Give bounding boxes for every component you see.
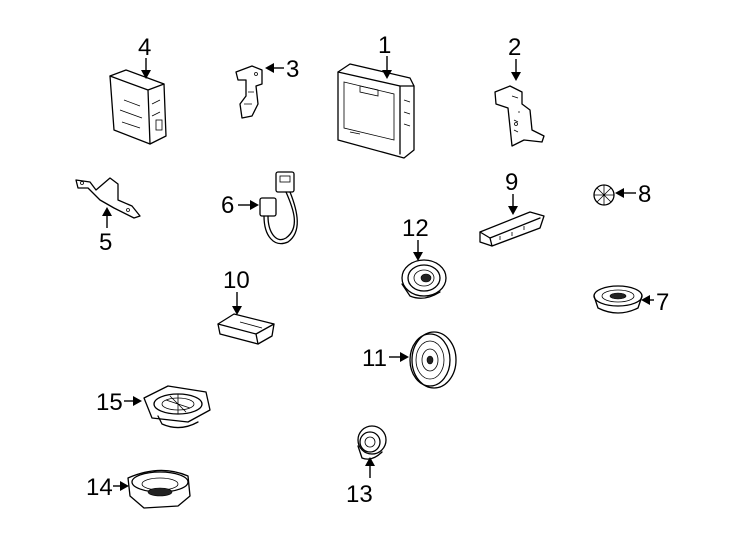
part-8-tweeter [593, 184, 615, 206]
part-14-speaker [127, 469, 191, 509]
svg-text:10: 10 [223, 267, 250, 294]
callout-4: 4 [138, 34, 151, 79]
part-11-speaker [409, 331, 457, 389]
svg-text:8: 8 [638, 181, 651, 208]
callout-15: 15 [96, 389, 142, 416]
part-1-head-unit [337, 63, 415, 159]
callout-9: 9 [505, 169, 518, 215]
callout-12: 12 [402, 215, 429, 261]
callout-6: 6 [221, 192, 259, 219]
svg-text:5: 5 [99, 229, 112, 256]
svg-text:14: 14 [86, 474, 113, 501]
svg-text:1: 1 [378, 32, 391, 59]
svg-text:12: 12 [402, 215, 429, 242]
part-3-bracket [235, 65, 263, 119]
part-7-speaker [593, 285, 643, 314]
part-10-module [217, 313, 275, 345]
callout-1: 1 [378, 32, 392, 79]
part-5-flat-bracket [75, 177, 141, 219]
svg-text:13: 13 [346, 481, 373, 508]
part-15-speaker [143, 385, 211, 429]
part-4-control-module [109, 69, 167, 145]
callout-13: 13 [346, 457, 375, 508]
svg-text:7: 7 [656, 289, 669, 316]
part-12-speaker [401, 259, 447, 299]
callout-2: 2 [508, 34, 521, 81]
callout-10: 10 [223, 267, 250, 315]
part-6-harness [259, 171, 298, 245]
svg-text:3: 3 [286, 56, 299, 83]
svg-text:15: 15 [96, 389, 123, 416]
svg-text:9: 9 [505, 169, 518, 196]
svg-text:2: 2 [508, 34, 521, 61]
callout-14: 14 [86, 474, 129, 501]
callout-3: 3 [265, 56, 299, 83]
part-2-bracket [494, 85, 545, 147]
svg-text:6: 6 [221, 192, 234, 219]
svg-text:4: 4 [138, 34, 151, 61]
callout-8: 8 [615, 181, 651, 208]
part-13-tweeter [357, 425, 387, 460]
part-9-antenna-module [479, 211, 545, 247]
callout-11: 11 [362, 345, 409, 372]
svg-text:11: 11 [362, 345, 387, 372]
callout-7: 7 [641, 289, 669, 316]
callout-5: 5 [99, 207, 112, 256]
